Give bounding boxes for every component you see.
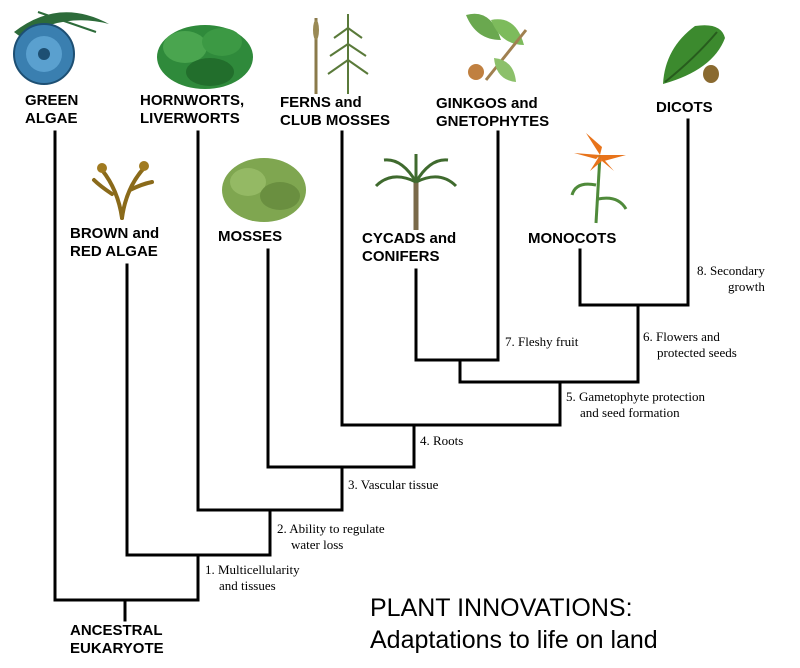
innovation-2: 2. Ability to regulate water loss bbox=[277, 521, 385, 552]
innovation-3: 3. Vascular tissue bbox=[348, 477, 439, 492]
taxon-label-mosses: MOSSES bbox=[218, 228, 283, 245]
brown-red-algae-illustration bbox=[92, 161, 154, 220]
title-line-1: PLANT INNOVATIONS: bbox=[370, 594, 633, 622]
title-line-2: Adaptations to life on land bbox=[370, 626, 658, 654]
innovation-7: 7. Fleshy fruit bbox=[505, 334, 579, 349]
ferns-club-mosses-illustration bbox=[313, 14, 369, 94]
innovation-6: 6. Flowers and protected seeds bbox=[643, 329, 737, 360]
taxon-label-hornworts-liverworts: HORNWORTS,LIVERWORTS bbox=[140, 92, 245, 127]
green-algae-illustration bbox=[13, 11, 109, 85]
taxon-label-dicots: DICOTS bbox=[656, 99, 713, 116]
innovation-8: 8. Secondary growth bbox=[697, 263, 765, 294]
cycads-conifers-illustration bbox=[374, 154, 458, 230]
innovation-4: 4. Roots bbox=[420, 433, 464, 448]
innovation-1: 1. Multicellularity and tissues bbox=[205, 562, 300, 593]
dicots-illustration bbox=[663, 25, 725, 84]
hornworts-liverworts-illustration bbox=[157, 25, 253, 89]
diagram-title: PLANT INNOVATIONS: Adaptations to life o… bbox=[370, 592, 658, 656]
innovation-5: 5. Gametophyte protection and seed forma… bbox=[566, 389, 705, 420]
monocots-illustration bbox=[570, 131, 628, 224]
taxon-label-monocots: MONOCOTS bbox=[528, 230, 617, 247]
mosses-illustration bbox=[222, 158, 306, 222]
ginkgos-gnetophytes-illustration bbox=[466, 13, 528, 82]
